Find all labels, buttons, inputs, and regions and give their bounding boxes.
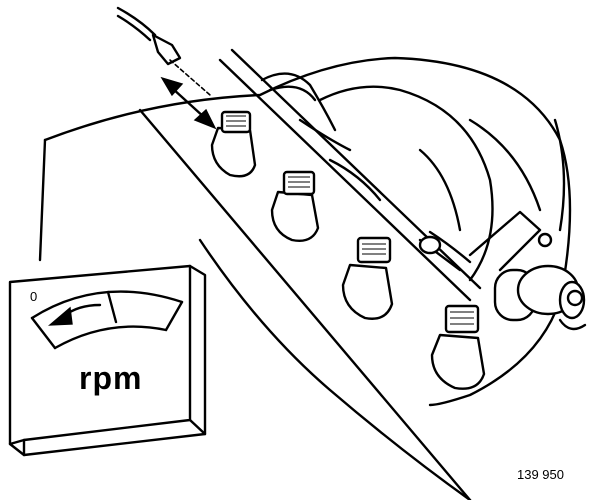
injector-3 [341, 236, 394, 320]
gauge-zero-label: 0 [30, 289, 38, 304]
gauge-unit-label: rpm [79, 360, 143, 396]
injector-cable-plug [116, 6, 211, 96]
gauge-needle-arrow-icon [47, 303, 102, 326]
disconnect-arrow-icon [160, 76, 217, 130]
injector-2 [270, 170, 320, 242]
rpm-gauge [8, 264, 207, 457]
figure-number: 139 950 [517, 467, 564, 482]
engine-block [38, 56, 572, 500]
injector-4 [430, 304, 486, 390]
pressure-regulator [468, 210, 587, 331]
fuel-rail [218, 48, 482, 302]
injector-1 [210, 110, 257, 178]
